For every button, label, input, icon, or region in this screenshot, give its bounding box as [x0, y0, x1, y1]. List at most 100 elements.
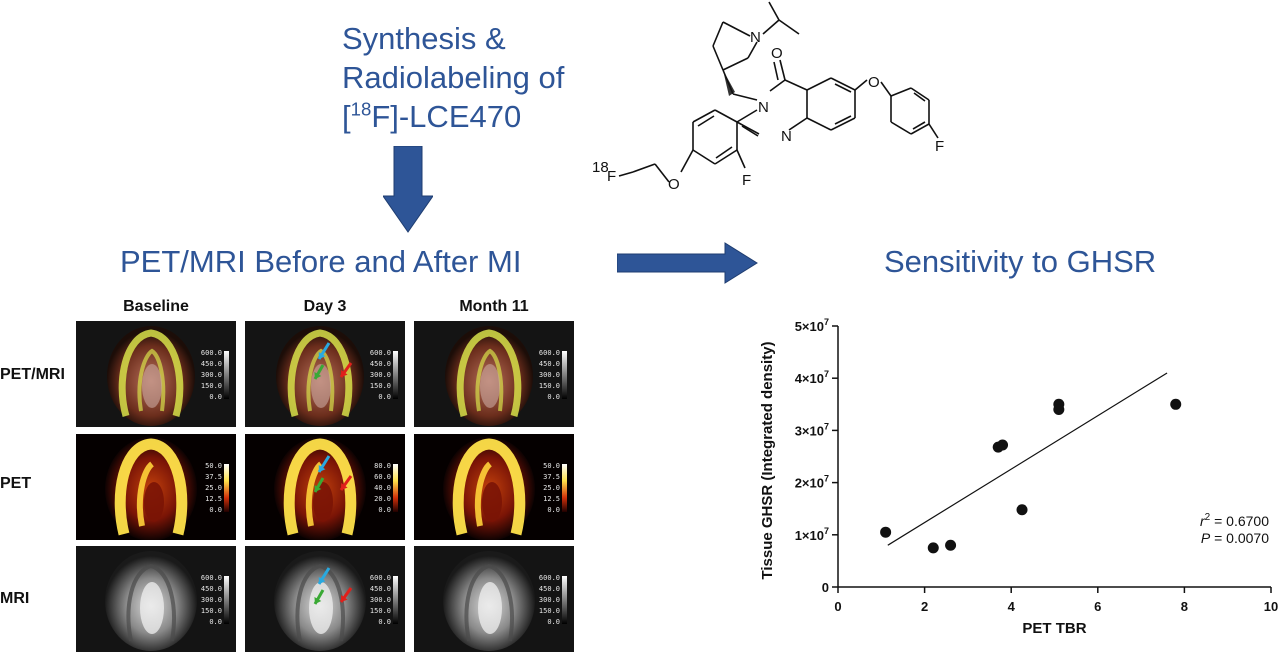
blue-arrow-icon [317, 342, 331, 360]
scale-label: 600.0 [201, 574, 222, 582]
x-tick-label: 4 [1008, 599, 1016, 614]
scale-label: 300.0 [201, 596, 222, 604]
row-label-pet-mri: PET/MRI [0, 366, 65, 383]
y-tick-label: 3×107 [795, 421, 829, 438]
data-point [997, 439, 1009, 451]
atom-o-carbonyl: O [771, 45, 783, 62]
row-label-pet: PET [0, 475, 32, 492]
scale-label: 12.5 [205, 495, 222, 503]
r2-label: r [1200, 513, 1206, 529]
synthesis-title: Synthesis & Radiolabeling of [18F]-LCE47… [342, 20, 564, 136]
x-axis-title: PET TBR [1022, 620, 1086, 637]
scale-label: 450.0 [370, 360, 391, 368]
y-tick-label: 1×107 [795, 526, 829, 543]
scale-label: 12.5 [543, 495, 560, 503]
data-points [880, 398, 1182, 554]
atom-f-ortho: F [742, 172, 751, 189]
scale-label: 450.0 [539, 360, 560, 368]
scale-label: 0.0 [547, 506, 560, 514]
pet-mri-heading: PET/MRI Before and After MI [120, 244, 522, 279]
atom-f-right: F [935, 138, 944, 155]
scale-label: 37.5 [543, 473, 560, 481]
heart-image-mri-day3: 600.0 450.0 300.0 150.0 0.0 [245, 546, 405, 652]
scale-label: 40.0 [374, 484, 391, 492]
scale-label: 0.0 [378, 618, 391, 626]
scale-label: 300.0 [370, 596, 391, 604]
scale-label: 600.0 [370, 349, 391, 357]
scale-label: 0.0 [209, 393, 222, 401]
lce470-molecule-structure: N O N N O F 18 F O F [592, 1, 944, 193]
green-arrow-icon [313, 477, 325, 493]
red-arrow-icon [339, 475, 353, 491]
y-tick-label: 2×107 [795, 474, 829, 491]
p-value: = 0.0070 [1210, 530, 1269, 546]
scale-label: 300.0 [539, 371, 560, 379]
scale-label: 600.0 [370, 574, 391, 582]
data-point [945, 539, 957, 551]
scale-label: 150.0 [539, 607, 560, 615]
column-label-day3: Day 3 [303, 298, 347, 315]
atom-o-ether-right: O [868, 74, 880, 91]
isotope-number: 18 [350, 98, 372, 120]
synthesis-line-2: Radiolabeling of [342, 59, 565, 95]
synthesis-line-1: Synthesis & [342, 21, 506, 56]
right-arrow-icon [617, 242, 758, 284]
compound-name: F]-LCE470 [371, 98, 522, 134]
blue-arrow-icon [317, 567, 331, 585]
atom-f18-isotope: 18 [592, 159, 609, 176]
atom-o-ether-left: O [668, 176, 680, 193]
sensitivity-heading: Sensitivity to GHSR [884, 244, 1157, 279]
scale-label: 80.0 [374, 462, 391, 470]
data-point [880, 526, 892, 538]
atom-n1: N [781, 128, 792, 145]
data-point [1170, 398, 1182, 410]
scale-label: 450.0 [201, 585, 222, 593]
row-label-mri: MRI [0, 590, 30, 607]
scale-label: 0.0 [378, 393, 391, 401]
scale-label: 450.0 [370, 585, 391, 593]
scale-label: 600.0 [201, 349, 222, 357]
scale-label: 0.0 [547, 393, 560, 401]
y-axis-title: Tissue GHSR (Integrated density) [759, 341, 776, 579]
data-point [1016, 504, 1028, 516]
scale-label: 150.0 [370, 607, 391, 615]
data-point [1053, 404, 1065, 416]
heart-image-pet-month11: 50.037.525.012.50.0 [414, 434, 574, 540]
red-arrow-icon [339, 362, 353, 378]
atom-n3: N [758, 99, 769, 116]
scale-label: 0.0 [209, 506, 222, 514]
x-tick-label: 10 [1264, 599, 1278, 614]
scale-label: 300.0 [370, 371, 391, 379]
scale-label: 37.5 [205, 473, 222, 481]
x-tick-label: 2 [921, 599, 928, 614]
heart-image-pet-day3: 80.060.040.020.00.0 [245, 434, 405, 540]
scale-label: 20.0 [374, 495, 391, 503]
r2-sup: 2 [1205, 512, 1211, 523]
p-value-annotation: P = 0.0070 [1201, 530, 1269, 546]
r-squared-annotation: r2 = 0.6700 [1200, 512, 1269, 529]
x-tick-label: 6 [1094, 599, 1101, 614]
y-tick-label: 4×107 [795, 369, 829, 386]
blue-arrow-icon [317, 455, 331, 473]
data-point [927, 542, 939, 554]
p-label: P [1201, 530, 1211, 546]
scale-label: 450.0 [539, 585, 560, 593]
r2-value: = 0.6700 [1210, 513, 1269, 529]
scale-label: 0.0 [209, 618, 222, 626]
scale-label: 50.0 [205, 462, 222, 470]
scale-label: 300.0 [201, 371, 222, 379]
atom-n-piperidine: N [750, 29, 761, 46]
